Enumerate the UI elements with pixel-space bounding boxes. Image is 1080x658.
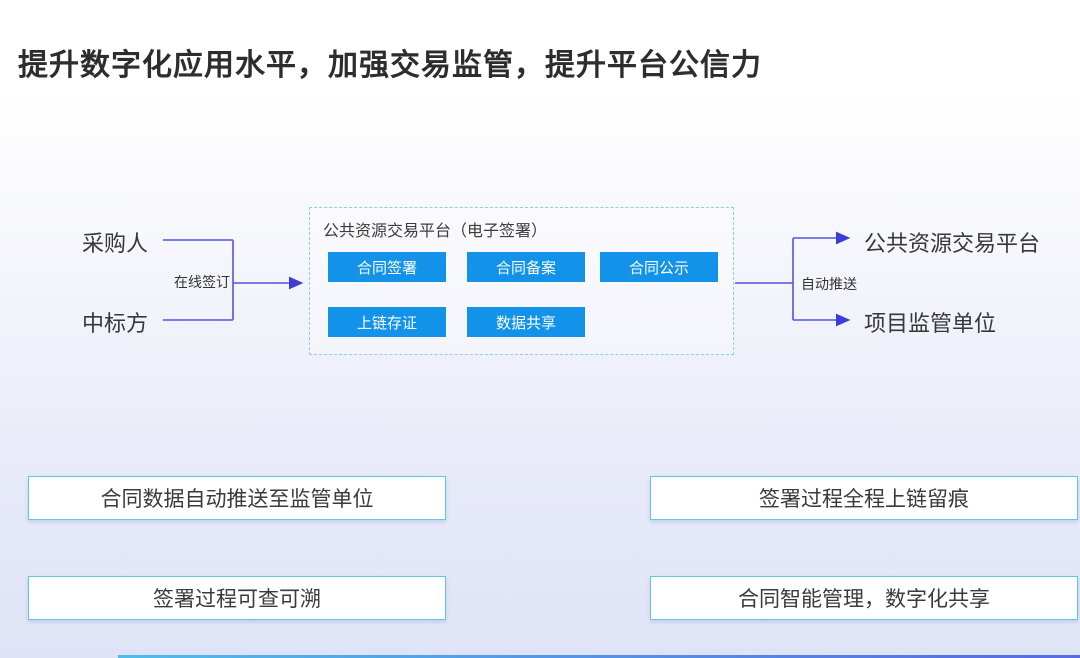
chip-contract-publicity[interactable]: 合同公示 xyxy=(600,252,718,282)
chip-data-sharing[interactable]: 数据共享 xyxy=(467,307,585,337)
bottom-accent-line xyxy=(118,655,1080,658)
chip-contract-signing[interactable]: 合同签署 xyxy=(328,252,446,282)
benefit-chain-trace: 签署过程全程上链留痕 xyxy=(650,476,1078,520)
page-title: 提升数字化应用水平，加强交易监管，提升平台公信力 xyxy=(18,49,762,82)
node-project-supervision-unit: 项目监管单位 xyxy=(864,311,997,336)
platform-box: 公共资源交易平台（电子签署） 合同签署 合同备案 合同公示 上链存证 数据共享 xyxy=(309,207,734,355)
platform-title: 公共资源交易平台（电子签署） xyxy=(323,223,548,240)
benefit-traceable-process: 签署过程可查可溯 xyxy=(28,576,446,620)
chip-contract-filing[interactable]: 合同备案 xyxy=(467,252,585,282)
right-bracket-line xyxy=(735,238,794,320)
benefit-auto-push-to-regulator: 合同数据自动推送至监管单位 xyxy=(28,476,446,520)
edge-label-auto-push: 自动推送 xyxy=(801,276,857,292)
chip-chain-evidence[interactable]: 上链存证 xyxy=(328,307,446,337)
node-purchaser: 采购人 xyxy=(82,231,149,256)
node-winning-bidder: 中标方 xyxy=(82,311,149,336)
edge-label-online-signing: 在线签订 xyxy=(174,274,230,290)
benefit-smart-management: 合同智能管理，数字化共享 xyxy=(650,576,1078,620)
node-public-resource-platform: 公共资源交易平台 xyxy=(864,231,1041,256)
